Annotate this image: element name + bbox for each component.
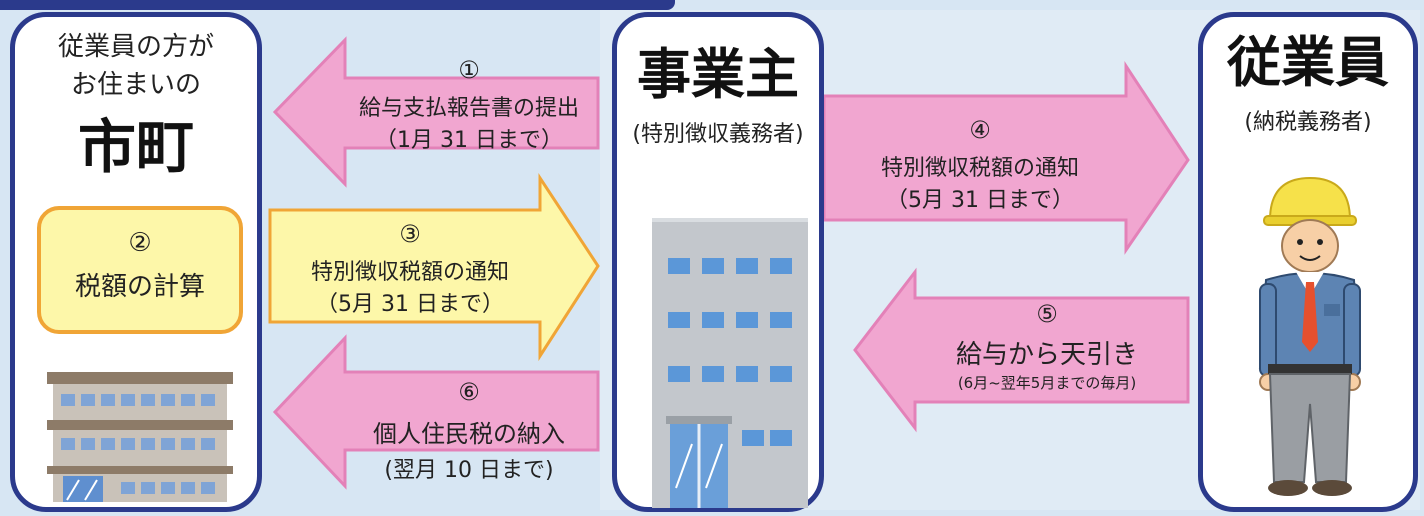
- employer-title: 事業主: [637, 43, 799, 106]
- step5-label: 給与から天引き: [955, 340, 1138, 370]
- city-hall-icon: [47, 372, 233, 502]
- step4-num: ④: [969, 116, 991, 144]
- step6-num: ⑥: [458, 378, 480, 406]
- employer-subtitle: (特別徴収義務者): [632, 122, 804, 147]
- step5-num: ⑤: [1036, 300, 1058, 328]
- step1-deadline: （1月 31 日まで）: [375, 128, 563, 153]
- step3-deadline: （5月 31 日まで）: [316, 292, 504, 317]
- city-desc-line2: お住まいの: [70, 70, 201, 100]
- office-building-icon: [652, 218, 808, 508]
- tax-calc-num: ②: [128, 228, 152, 258]
- arrow-3-notice: [268, 172, 600, 362]
- step4-deadline: （5月 31 日まで）: [886, 188, 1074, 213]
- worker-icon: [1258, 176, 1362, 496]
- arrow-1-submission: [272, 36, 600, 188]
- tax-calc-label: 税額の計算: [74, 272, 205, 302]
- employee-title: 従業員: [1227, 31, 1389, 94]
- step3-label: 特別徴収税額の通知: [310, 260, 509, 285]
- step4-label: 特別徴収税額の通知: [880, 156, 1079, 181]
- city-desc-line1: 従業員の方が: [57, 32, 214, 62]
- top-strip: [0, 0, 675, 10]
- arrow-5-deduction: [853, 267, 1190, 433]
- step3-num: ③: [399, 220, 421, 248]
- step5-period: (6月~翌年5月までの毎月): [957, 374, 1137, 392]
- tax-calc-box: [37, 206, 243, 334]
- step1-label: 給与支払報告書の提出: [358, 96, 579, 121]
- arrow-6-payment: [272, 334, 600, 490]
- step1-num: ①: [458, 56, 480, 84]
- arrow-4-notice: [822, 61, 1190, 255]
- city-title: 市町: [77, 113, 194, 181]
- step6-label: 個人住民税の納入: [373, 420, 565, 448]
- employee-subtitle: (納税義務者): [1244, 110, 1372, 135]
- step6-deadline: (翌月 10 日まで): [384, 458, 554, 483]
- city-desc: 従業員の方が お住まいの: [10, 28, 262, 104]
